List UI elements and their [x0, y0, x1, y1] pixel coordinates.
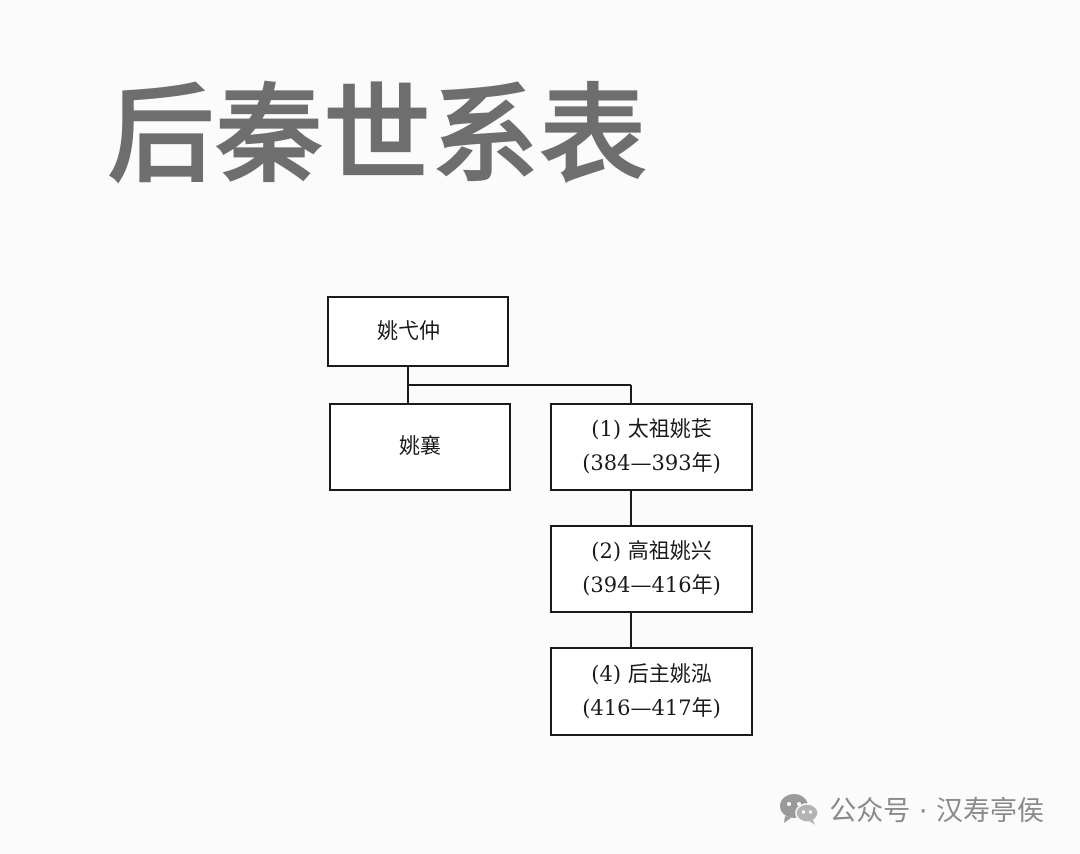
node-reign: (394—416年)	[582, 573, 721, 597]
wechat-icon	[780, 793, 819, 825]
node-yao-yizhong: 姚弋仲	[327, 296, 509, 367]
node-reign: (416—417年)	[582, 695, 721, 720]
page-title: 后秦世系表	[108, 74, 648, 197]
node-yao-xing: (2) 高祖姚兴 (394—416年)	[550, 525, 753, 613]
node-yao-chang: (1) 太祖姚苌 (384—393年)	[550, 403, 753, 491]
watermark: 公众号 · 汉寿亭侯	[779, 789, 1044, 828]
node-name: (1) 太祖姚苌	[591, 417, 712, 442]
node-name: (2) 高祖姚兴	[591, 539, 712, 564]
node-reign: (384—393年)	[582, 451, 721, 475]
node-name: 姚弋仲	[377, 318, 440, 343]
node-yao-hong: (4) 后主姚泓 (416—417年)	[550, 647, 753, 736]
node-name: 姚襄	[399, 434, 441, 459]
node-name: (4) 后主姚泓	[591, 661, 712, 686]
node-yao-xiang: 姚襄	[329, 403, 511, 491]
watermark-text: 公众号 · 汉寿亭侯	[829, 796, 1044, 827]
